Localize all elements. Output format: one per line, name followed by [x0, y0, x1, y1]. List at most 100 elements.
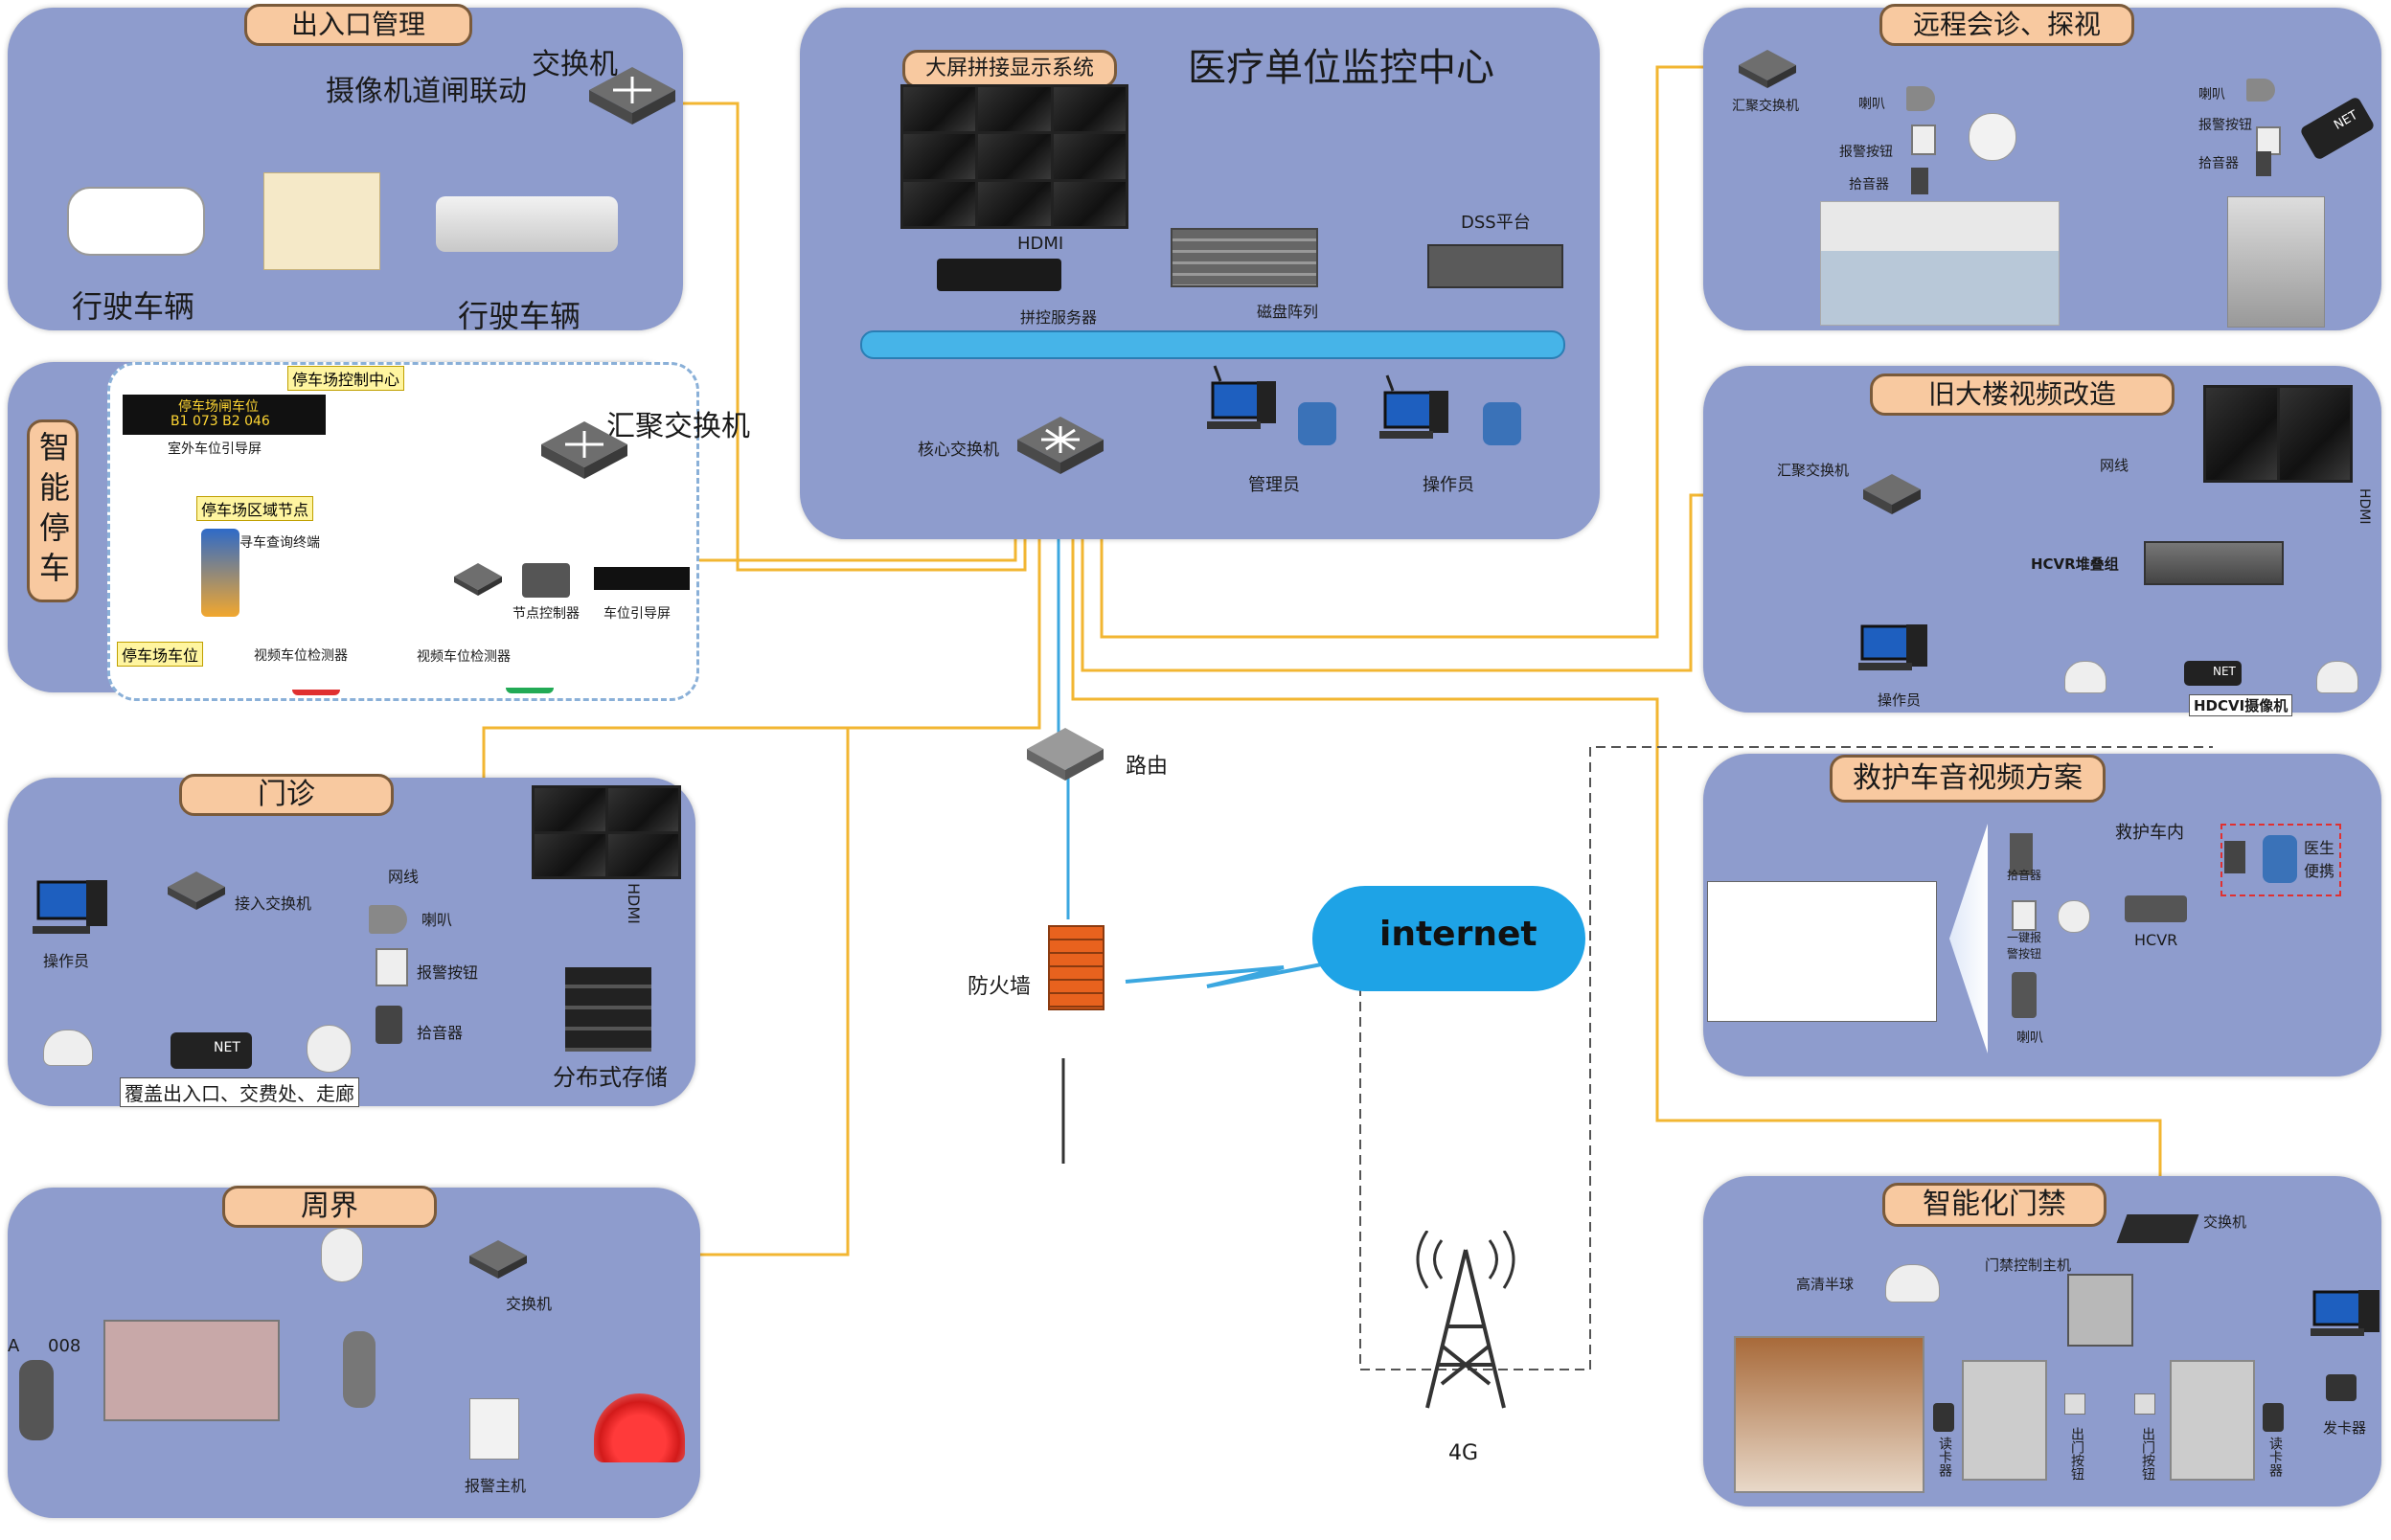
- clinic-hdmi-label: HDMI: [625, 883, 643, 924]
- exit-button-left-label: 出门按钮: [2069, 1427, 2084, 1481]
- remote-pickup-l-icon: [1911, 168, 1928, 194]
- clinic-alarm-button-icon: [376, 948, 408, 986]
- perimeter-tag: 周界: [222, 1186, 437, 1228]
- clinic-alarm-button-label: 报警按钮: [417, 963, 479, 982]
- detector-1-icon: [292, 663, 340, 695]
- perimeter-label-a: A: [8, 1336, 20, 1356]
- admin-person-icon: [1298, 402, 1336, 445]
- turnstile-right: [2170, 1360, 2255, 1481]
- old-building-agg-switch: [1863, 474, 1921, 514]
- clinic-speaker-icon: [369, 905, 407, 934]
- entrance-tag: 出入口管理: [244, 4, 472, 46]
- entrance-switch-device: [589, 67, 675, 125]
- camera-link-label: 摄像机道闸联动: [326, 75, 527, 108]
- old-building-video-wall: [2203, 385, 2353, 483]
- card-issuer-label: 发卡器: [2323, 1419, 2367, 1437]
- remote-alarm-l-icon: [1911, 125, 1936, 155]
- remote-agg-switch: [1739, 50, 1796, 88]
- ambulance-tag: 救护车音视频方案: [1830, 755, 2106, 803]
- clinic-access-switch-label: 接入交换机: [235, 895, 312, 913]
- parking-agg-switch-device: [541, 421, 627, 479]
- hdmi-label: HDMI: [1017, 234, 1064, 254]
- alarm-host-label: 报警主机: [465, 1477, 527, 1495]
- conference-room-photo: [1820, 201, 2060, 326]
- clinic-access-switch: [168, 872, 225, 910]
- dss-label: DSS平台: [1461, 213, 1531, 233]
- access-dome-label: 高清半球: [1796, 1276, 1855, 1293]
- operator-person-icon: [1483, 402, 1521, 445]
- parking-area-node: 停车场区域节点: [196, 496, 314, 521]
- remote-agg-switch-label: 汇聚交换机: [1732, 99, 1799, 114]
- clinic-operator-workstation: [19, 876, 115, 943]
- remote-speaker-r-icon: [2246, 79, 2275, 102]
- clinic-pickup-label: 拾音器: [417, 1024, 464, 1042]
- old-building-dome-left: [2064, 661, 2106, 693]
- cell-tower-icon: [1408, 1231, 1523, 1413]
- reader-right-label: 读卡器: [2267, 1437, 2283, 1477]
- hcvr-stack-icon: [2144, 541, 2284, 585]
- barrier-gate-icon: [263, 172, 380, 270]
- beam-detector-right: [343, 1331, 376, 1408]
- access-tag: 智能化门禁: [1882, 1183, 2106, 1227]
- parking-display-row: B1 073 B2 046: [171, 414, 270, 429]
- internet-label: internet: [1379, 915, 1537, 954]
- exit-button-left-icon: [2064, 1393, 2085, 1415]
- admin-workstation-icon: [1205, 364, 1277, 441]
- clinic-dome-camera-icon: [43, 1030, 93, 1066]
- car-icon: [67, 187, 205, 256]
- firewall-label: 防火墙: [968, 975, 1032, 999]
- reader-left-icon: [1933, 1403, 1954, 1432]
- reader-left-label: 读卡器: [1937, 1437, 1952, 1477]
- query-terminal-label: 寻车查询终端: [239, 535, 320, 551]
- ambulance-camera-icon: [2058, 900, 2090, 933]
- perimeter-label-008: 008: [48, 1336, 81, 1356]
- clinic-pickup-icon: [376, 1006, 402, 1044]
- remote-alarm-r-icon: [2256, 126, 2281, 155]
- clinic-net-badge: NET: [214, 1040, 240, 1055]
- clinic-coverage-label: 覆盖出入口、交费处、走廊: [120, 1077, 359, 1107]
- alarm-strobe-icon: [594, 1393, 685, 1462]
- old-building-agg-switch-label: 汇聚交换机: [1777, 462, 1850, 479]
- access-workstation: [2309, 1288, 2385, 1348]
- operator-workstation-icon: [1378, 374, 1449, 450]
- internet-cloud-icon: internet: [1312, 886, 1585, 991]
- ambulance-inside-label: 救护车内: [2115, 823, 2184, 843]
- router-label: 路由: [1126, 755, 1169, 779]
- perimeter-switch-label: 交换机: [506, 1295, 553, 1313]
- old-building-operator-label: 操作员: [1878, 691, 1922, 709]
- hdcvi-label: HDCVI摄像机: [2189, 694, 2293, 716]
- clinic-speed-dome-icon: [307, 1025, 352, 1073]
- guide-screen-icon: [594, 567, 690, 590]
- remote-pickup-r-icon: [2256, 151, 2271, 176]
- doctor-portable-device: [2224, 841, 2245, 873]
- doctor-label: 医生便携: [2304, 839, 2335, 880]
- access-controller-device: [2067, 1274, 2133, 1347]
- remote-pickup-r-label: 拾音器: [2198, 156, 2239, 171]
- exit-button-right-label: 出门按钮: [2140, 1427, 2155, 1481]
- dss-device: [1427, 244, 1563, 288]
- clinic-speaker-label: 喇叭: [421, 911, 453, 929]
- node-controller-label: 节点控制器: [512, 606, 580, 622]
- reader-right-icon: [2263, 1403, 2284, 1432]
- perimeter-fence-photo: [103, 1320, 280, 1421]
- splice-server-device: [937, 259, 1061, 291]
- remote-dome-camera-icon: [1969, 113, 2016, 161]
- distributed-storage-icon: [565, 967, 651, 1052]
- perimeter-speed-dome: [321, 1228, 363, 1282]
- parking-node-switch: [454, 563, 502, 596]
- access-switch-device: [2116, 1214, 2199, 1243]
- doctor-portable-box: [2220, 824, 2341, 896]
- parking-control-center: 停车场控制中心: [287, 366, 405, 391]
- card-issuer-icon: [2326, 1374, 2357, 1401]
- query-terminal-icon: [201, 529, 239, 617]
- ambulance-hcvr-icon: [2125, 895, 2187, 922]
- wall-tag: 大屏拼接显示系统: [902, 50, 1117, 88]
- detector-2-icon: [506, 661, 554, 693]
- operator-label: 操作员: [1423, 475, 1474, 495]
- alarm-host-icon: [469, 1398, 519, 1460]
- clinic-video-wall: [532, 785, 681, 879]
- router-device: [1027, 728, 1104, 781]
- network-bus: [860, 330, 1565, 359]
- parking-vertical-tag: 智能停车: [27, 419, 79, 602]
